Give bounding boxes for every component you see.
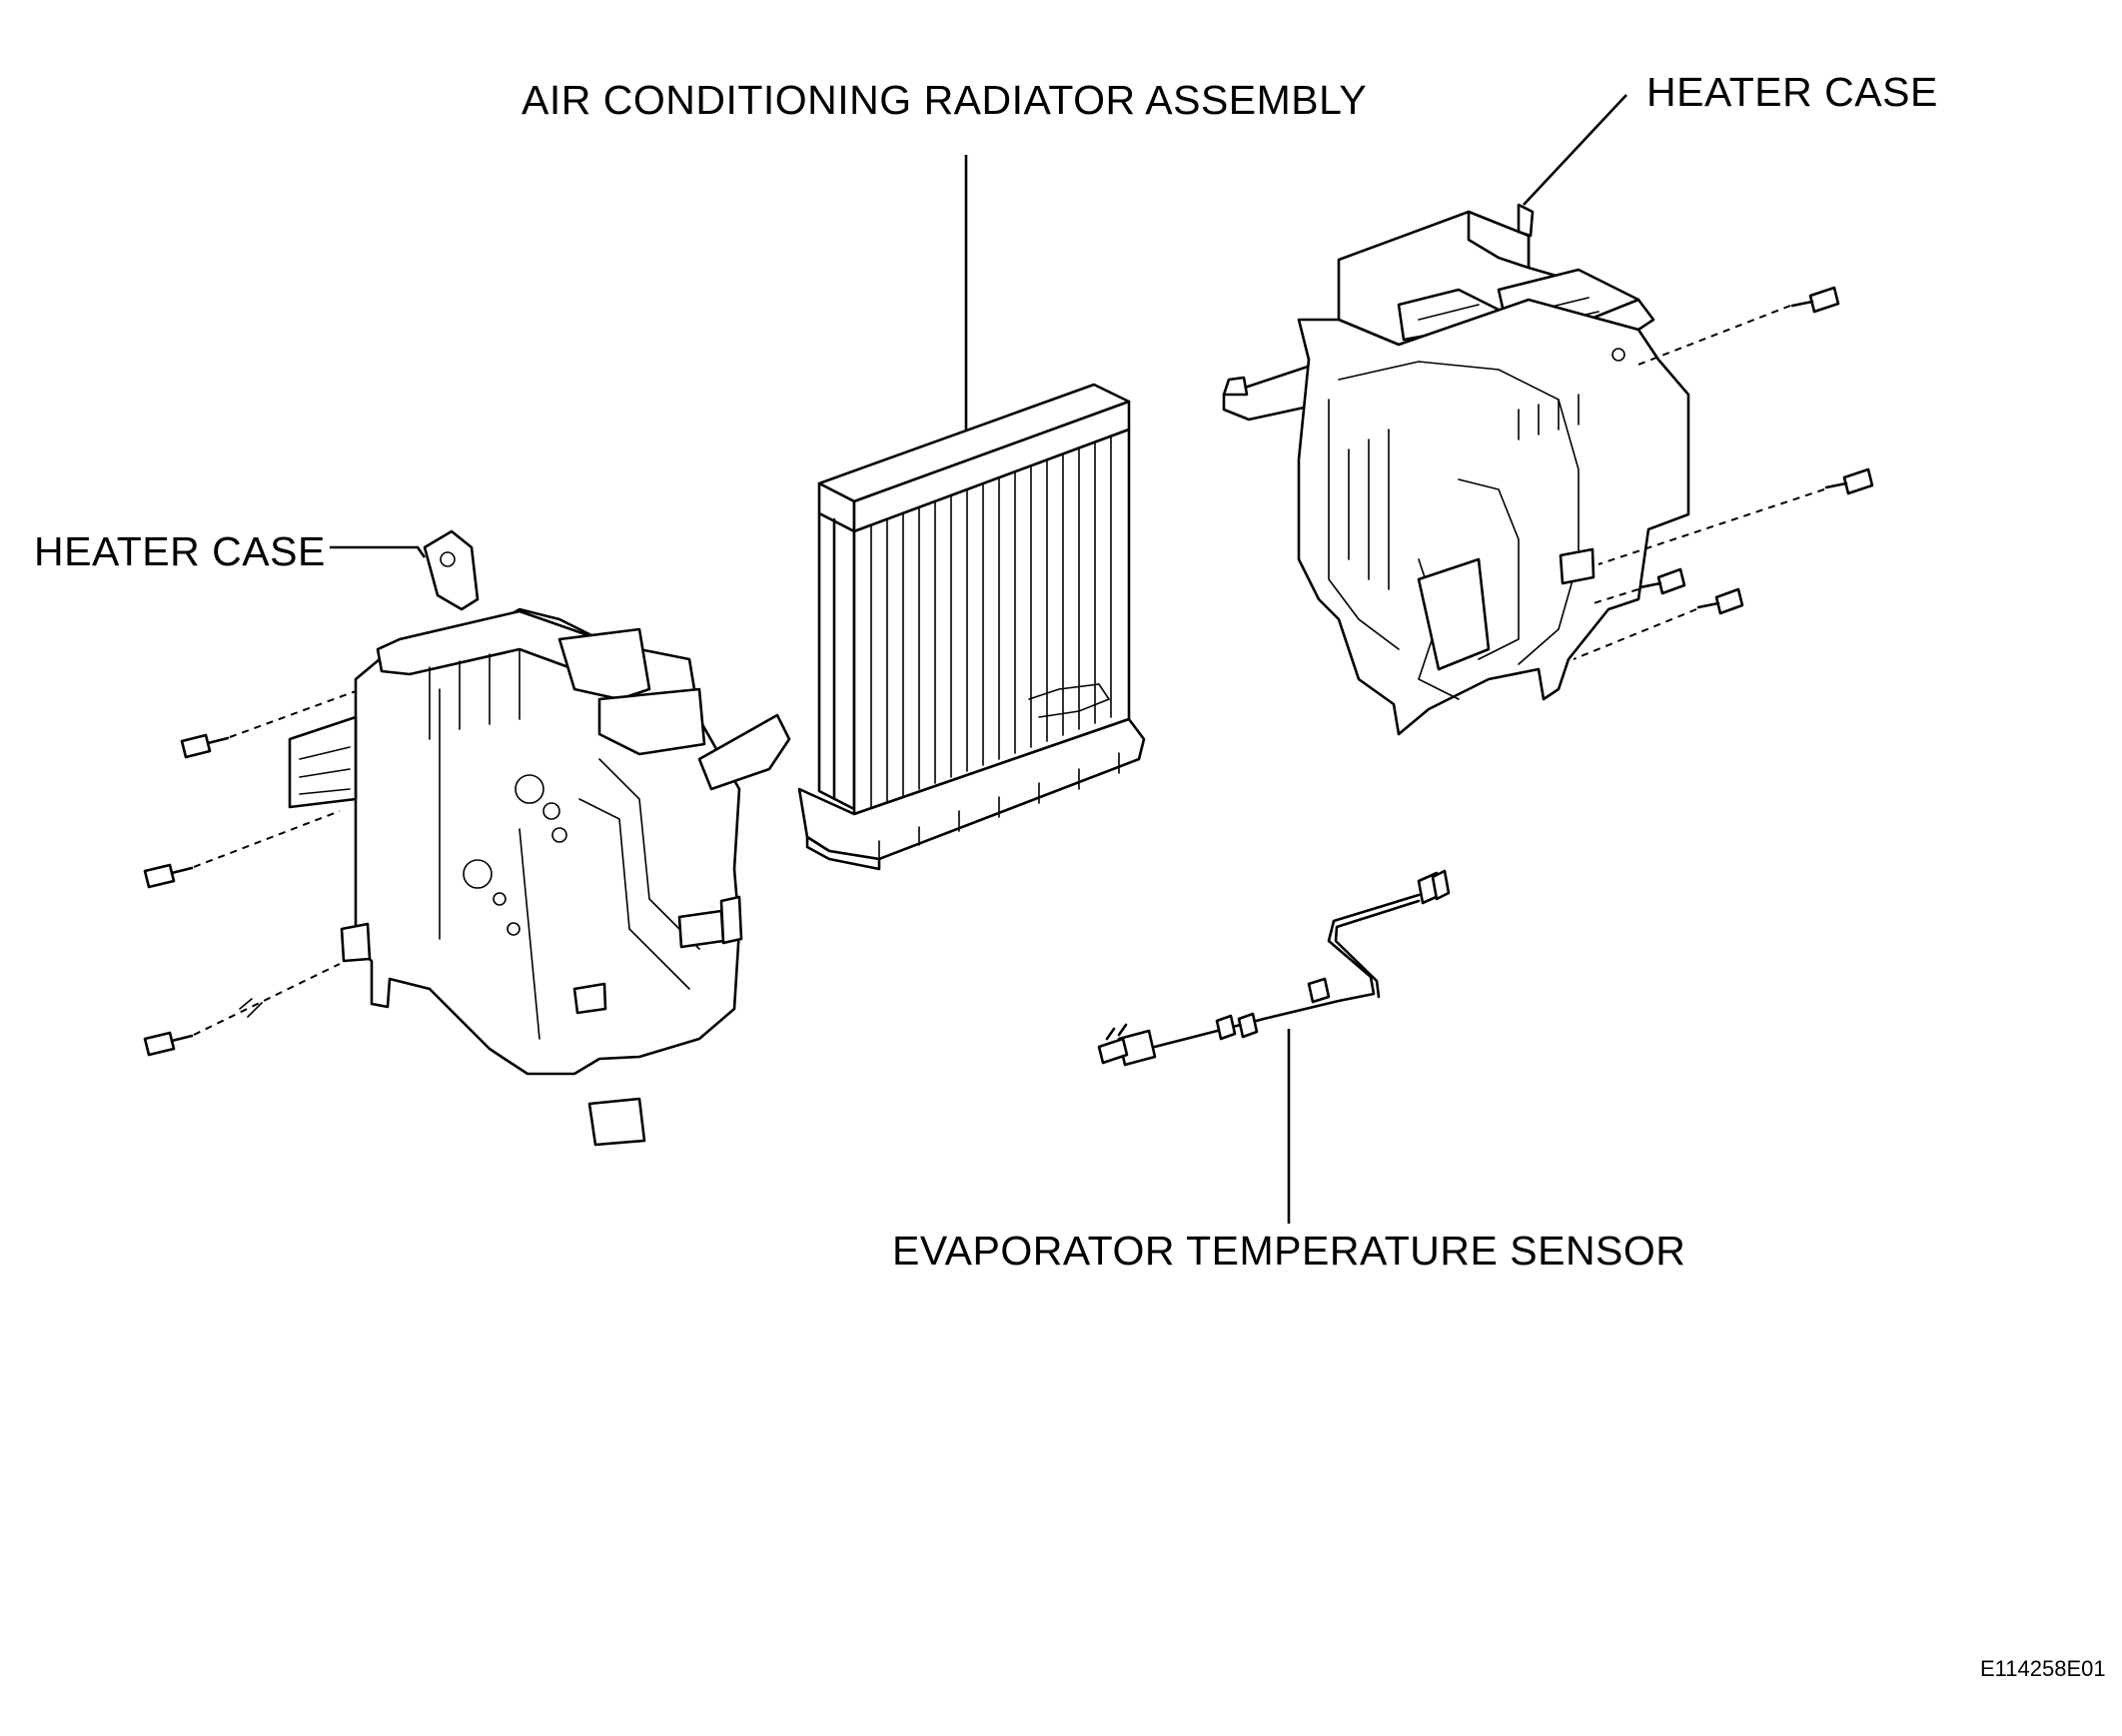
screw-icon — [1638, 567, 1686, 595]
label-air-conditioning-radiator-assembly: AIR CONDITIONING RADIATOR ASSEMBLY — [522, 77, 1368, 123]
screw-icon — [1790, 286, 1840, 314]
figure-id: E114258E01 — [1980, 1656, 2106, 1681]
right-screws — [1573, 286, 1874, 660]
right-heater-case — [1222, 94, 1690, 736]
screw-icon — [180, 733, 230, 759]
screw-icon — [1696, 587, 1744, 615]
screw-icon — [1824, 467, 1874, 495]
left-heater-case — [239, 529, 791, 1147]
label-heater-case-left: HEATER CASE — [34, 528, 326, 574]
left-screws — [143, 690, 357, 1057]
radiator-assembly — [797, 155, 1146, 871]
screw-icon — [143, 863, 194, 889]
evaporator-temperature-sensor — [1097, 869, 1451, 1224]
label-heater-case-right: HEATER CASE — [1646, 69, 1938, 115]
label-evaporator-temperature-sensor: EVAPORATOR TEMPERATURE SENSOR — [892, 1228, 1686, 1274]
screw-icon — [143, 1031, 194, 1057]
